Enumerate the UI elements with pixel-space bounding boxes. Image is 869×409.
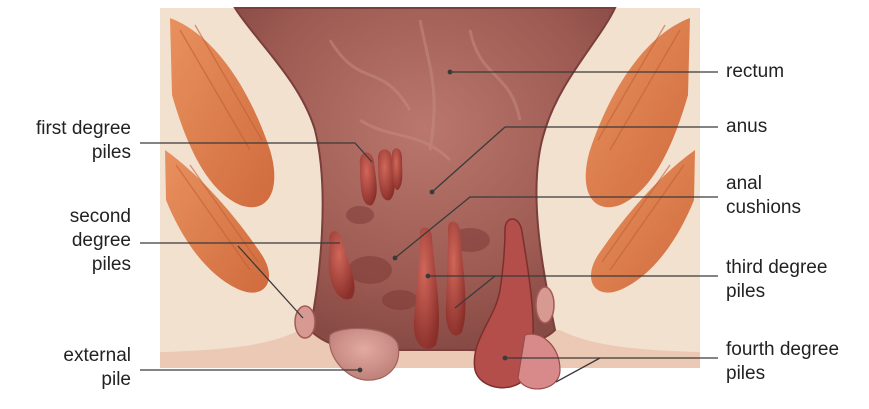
label-third-degree-piles: third degree piles [726, 256, 827, 304]
external-pile-shape [329, 328, 398, 380]
label-anal-cushions: anal cushions [726, 172, 801, 220]
label-external-pile: external pile [63, 344, 131, 392]
label-anus: anus [726, 115, 767, 139]
label-rectum: rectum [726, 60, 784, 84]
label-fourth-degree-piles: fourth degree piles [726, 338, 839, 386]
label-first-degree-piles: first degree piles [36, 117, 131, 165]
label-second-degree-piles: second degree piles [70, 205, 131, 277]
